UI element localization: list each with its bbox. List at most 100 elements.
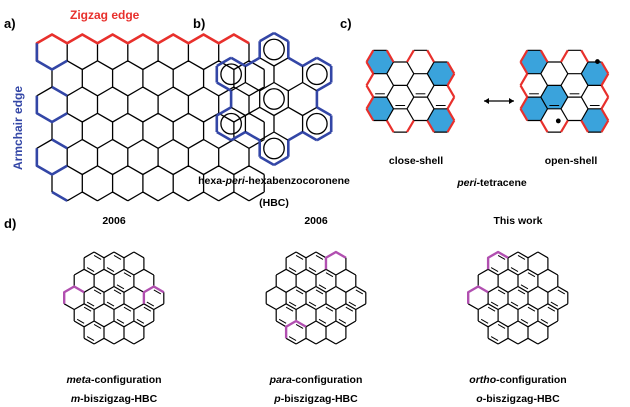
zigzag-highlight bbox=[63, 285, 85, 304]
double-bond-line bbox=[308, 267, 317, 272]
double-bond-line bbox=[355, 289, 364, 295]
double-bond-line bbox=[315, 255, 324, 260]
panel-a-label: a) bbox=[4, 16, 16, 31]
filled-ring bbox=[520, 97, 548, 121]
double-bond-line bbox=[106, 267, 115, 272]
double-bond-line bbox=[497, 289, 506, 295]
para-biszigzag-structure bbox=[265, 250, 367, 345]
filled-ring bbox=[581, 62, 609, 86]
double-bond-line bbox=[153, 289, 162, 295]
double-bond-line bbox=[295, 289, 304, 295]
double-bond-line bbox=[318, 284, 327, 290]
double-bond-line bbox=[288, 267, 297, 272]
hbc-bonds bbox=[265, 251, 367, 345]
hbc-bonds bbox=[63, 251, 165, 345]
tetracene-zigzag-edge bbox=[365, 49, 456, 133]
double-bond-line bbox=[527, 306, 536, 312]
config-label-ortho: ortho-configuration bbox=[469, 374, 566, 386]
year-label-ortho: This work bbox=[493, 215, 542, 227]
peri-tetracene-name: peri-tetracene bbox=[456, 177, 527, 189]
double-bond-line bbox=[480, 318, 489, 324]
resonance-arrow-icon bbox=[484, 98, 514, 104]
double-bond-line bbox=[76, 318, 85, 324]
hbc-name: hexa-peri-hexabenzocoronene bbox=[198, 175, 350, 187]
panel-d-label: d) bbox=[4, 216, 16, 231]
filled-ring bbox=[520, 50, 548, 74]
double-bond-line bbox=[93, 255, 102, 260]
double-bond-line bbox=[540, 318, 549, 324]
double-bond-line bbox=[143, 306, 152, 312]
hbc-inner-bonds bbox=[230, 57, 318, 141]
clar-circle bbox=[263, 88, 285, 110]
clar-circle bbox=[305, 112, 328, 135]
double-bond-line bbox=[487, 306, 496, 312]
filled-ring bbox=[427, 62, 455, 86]
double-bond-line bbox=[547, 306, 556, 312]
double-bond-line bbox=[116, 318, 125, 324]
close-shell-structure bbox=[365, 49, 456, 133]
zigzag-highlight bbox=[284, 319, 307, 339]
double-bond-line bbox=[123, 306, 132, 312]
double-bond-line bbox=[490, 267, 499, 272]
double-bond-line bbox=[295, 324, 304, 329]
hbc-armchair-edge bbox=[215, 31, 333, 167]
molecule-name-ortho: o-biszigzag-HBC bbox=[476, 393, 560, 405]
double-bond-line bbox=[136, 318, 145, 324]
ortho-biszigzag-structure bbox=[467, 250, 569, 345]
graphene-lattice bbox=[35, 33, 265, 202]
double-bond-line bbox=[557, 289, 566, 295]
double-bond-line bbox=[86, 336, 95, 341]
double-bond-line bbox=[348, 301, 357, 307]
zigzag-edge-line bbox=[35, 33, 250, 61]
double-bond-line bbox=[116, 284, 125, 290]
double-bond-line bbox=[106, 301, 115, 307]
double-bond-line bbox=[93, 324, 102, 329]
meta-biszigzag-structure bbox=[63, 251, 165, 345]
double-bond-line bbox=[497, 324, 506, 329]
edge-highlights bbox=[35, 33, 250, 202]
filled-ring bbox=[366, 97, 394, 121]
radical-dot bbox=[555, 118, 561, 124]
double-bond-line bbox=[113, 289, 122, 295]
zigzag-edge-label: Zigzag edge bbox=[70, 8, 140, 22]
double-bond-line bbox=[520, 318, 529, 324]
open-shell-structure bbox=[519, 49, 610, 133]
clar-circle bbox=[263, 137, 285, 160]
double-bond-line bbox=[83, 306, 92, 312]
double-bond-line bbox=[517, 255, 526, 260]
year-label-meta: 2006 bbox=[102, 215, 126, 227]
double-bond-line bbox=[510, 301, 519, 307]
armchair-edge-line bbox=[35, 43, 68, 202]
double-bond-line bbox=[295, 255, 304, 260]
double-bond-line bbox=[490, 301, 499, 307]
double-bond-line bbox=[325, 306, 334, 312]
double-bond-line bbox=[308, 301, 317, 307]
double-bond-line bbox=[527, 272, 536, 278]
zigzag-highlight bbox=[486, 250, 509, 270]
double-bond-line bbox=[278, 318, 287, 324]
double-bond-line bbox=[497, 255, 506, 260]
double-bond-line bbox=[490, 336, 499, 341]
double-bond-line bbox=[345, 306, 354, 312]
tetracene-zigzag-edge bbox=[519, 49, 610, 133]
open-shell-caption: open-shell bbox=[545, 155, 598, 167]
config-label-meta: meta-configuration bbox=[66, 374, 161, 386]
zigzag-highlight bbox=[324, 250, 347, 270]
double-bond-line bbox=[517, 289, 526, 295]
double-bond-line bbox=[288, 336, 297, 341]
clar-circle bbox=[220, 63, 243, 86]
hbc-bonds bbox=[467, 251, 569, 345]
double-bond-line bbox=[113, 255, 122, 260]
double-bond-line bbox=[325, 272, 334, 278]
double-bond-line bbox=[146, 301, 155, 307]
double-bond-line bbox=[86, 267, 95, 272]
close-shell-caption: close-shell bbox=[389, 155, 443, 167]
molecule-name-para: p-biszigzag-HBC bbox=[273, 393, 358, 405]
double-bond-line bbox=[315, 289, 324, 295]
panel-c-label: c) bbox=[340, 16, 352, 31]
double-bond-line bbox=[338, 318, 347, 324]
zigzag-highlight bbox=[467, 285, 489, 304]
clar-circle bbox=[305, 63, 328, 86]
hbc-structure bbox=[215, 31, 333, 167]
